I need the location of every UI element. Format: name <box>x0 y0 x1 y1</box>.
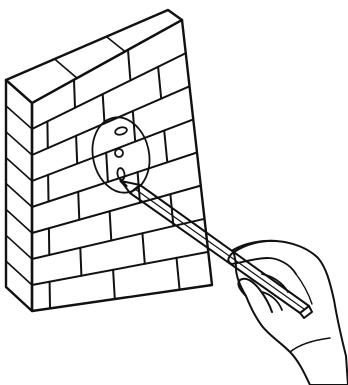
mortar-line <box>177 258 180 290</box>
mortar-line <box>164 131 167 163</box>
brick-wall-icon <box>6 10 212 311</box>
mortar-line <box>113 270 115 299</box>
mortar-line <box>74 80 75 108</box>
wrist-line <box>290 338 330 352</box>
mortar-line <box>32 119 193 181</box>
mortar-line <box>6 235 32 259</box>
wall-top-face <box>6 10 182 103</box>
mortar-line <box>103 94 105 123</box>
curled-finger-1 <box>268 258 296 274</box>
mortar-line <box>6 184 32 208</box>
template-holes <box>114 126 127 180</box>
hand-icon <box>228 241 348 385</box>
mortar-line <box>142 233 144 264</box>
mortar-line <box>133 111 135 142</box>
mortar-line <box>6 261 32 285</box>
mortar-line <box>6 132 32 155</box>
mortar-line <box>78 192 79 220</box>
thumb <box>238 279 272 312</box>
mortar-line <box>55 59 77 78</box>
mortar-line <box>128 50 130 81</box>
hand-outline <box>233 241 348 385</box>
mortar-line <box>32 252 208 285</box>
mortar-line <box>106 153 108 182</box>
mortar-line <box>6 209 32 233</box>
mortar-line <box>80 248 81 276</box>
mortar-line <box>32 153 197 208</box>
pencil-icon <box>121 181 312 318</box>
mortar-line <box>76 136 77 164</box>
template-hole <box>115 149 123 157</box>
mortar-line <box>158 67 161 99</box>
curled-finger-3 <box>262 292 282 310</box>
template-hole <box>114 126 127 136</box>
mortar-line <box>106 37 125 52</box>
mortar-line <box>110 211 112 240</box>
mortar-line <box>6 158 32 181</box>
brick-mortar-lines <box>6 37 208 309</box>
pencil-rib <box>135 189 304 309</box>
mortar-line <box>6 106 32 129</box>
